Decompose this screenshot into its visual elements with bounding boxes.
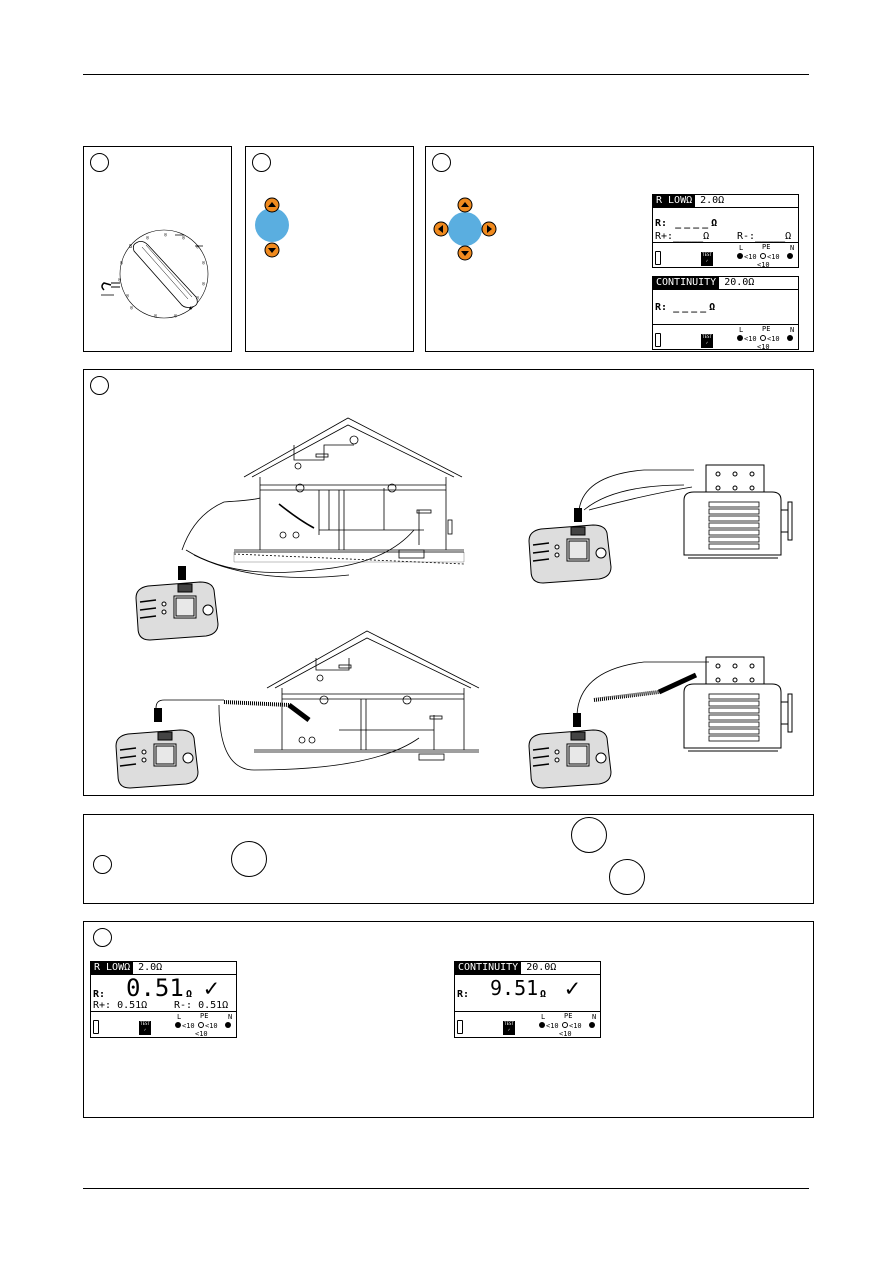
svg-text:◎: ◎ — [126, 293, 129, 299]
svg-text:◎: ◎ — [146, 235, 149, 241]
lcd-r-label: R: — [457, 989, 470, 1000]
step6-number — [93, 928, 112, 947]
terminal-pe — [198, 1022, 204, 1028]
lcd-unit: Ω — [540, 989, 547, 1000]
lcd-mode: R LOWΩ — [653, 195, 696, 207]
pass-check-icon: ✓ — [565, 974, 580, 1002]
terminal-pe — [760, 335, 766, 341]
up-down-keys-icon[interactable] — [251, 192, 311, 272]
terminal-n — [787, 335, 793, 341]
test-key-icon: TEST✓ — [701, 252, 713, 266]
pass-check-icon: ✓ — [204, 974, 219, 1002]
lcd-r-value: 9.51 — [490, 976, 539, 1000]
test-key-icon: TEST✓ — [503, 1021, 515, 1035]
lcd-r-label: R: — [93, 989, 106, 1000]
lcd-rplus: R+: 0.51Ω — [93, 1000, 148, 1011]
svg-text:◎: ◎ — [164, 232, 167, 238]
terminal-l — [737, 335, 743, 341]
battery-icon — [655, 251, 661, 265]
test-key-circle[interactable] — [571, 817, 607, 853]
svg-text:◎: ◎ — [202, 260, 205, 266]
battery-icon — [93, 1020, 99, 1034]
terminal-l — [539, 1022, 545, 1028]
lcd-limit: 2.0Ω — [138, 962, 163, 973]
bottom-rule — [83, 1188, 809, 1189]
lcd-unit: Ω — [709, 302, 716, 313]
tester-instrument-icon — [115, 524, 612, 789]
lcd-mode: R LOWΩ — [91, 962, 134, 974]
svg-text:◎: ◎ — [196, 244, 199, 250]
terminal-n — [225, 1022, 231, 1028]
step1-number — [90, 153, 109, 172]
lcd-r-value: ____ — [673, 302, 710, 313]
test-key-circle[interactable] — [609, 859, 645, 895]
lcd-rplus: R+:_____Ω — [655, 231, 710, 242]
test-key-icon: TEST✓ — [139, 1021, 151, 1035]
lcd-unit: Ω — [186, 989, 193, 1000]
house-installation-icon — [115, 417, 793, 789]
lcd-rminus: R-: 0.51Ω — [174, 1000, 229, 1011]
terminal-n — [787, 253, 793, 259]
terminal-l — [737, 253, 743, 259]
battery-icon — [457, 1020, 463, 1034]
test-key-icon: TEST✓ — [701, 334, 713, 348]
lcd-rlow-result: R LOWΩ 2.0Ω R: 0.51 Ω ✓ R+: 0.51Ω R-: 0.5… — [90, 961, 237, 1038]
lcd-r-value: ____ — [675, 218, 712, 229]
svg-text:◎: ◎ — [130, 305, 133, 311]
svg-text:◎: ◎ — [202, 281, 205, 287]
step4-panel — [83, 369, 814, 796]
step5-panel — [83, 814, 814, 904]
lcd-limit: 20.0Ω — [526, 962, 557, 973]
lcd-limit: 2.0Ω — [700, 195, 725, 206]
battery-icon — [655, 333, 661, 347]
terminal-l — [175, 1022, 181, 1028]
step3-number — [432, 153, 451, 172]
lcd-r-value: 0.51 — [126, 974, 184, 1002]
svg-text:◎: ◎ — [182, 235, 185, 241]
lcd-r-label: R: — [655, 218, 668, 229]
svg-text:▲: ▲ — [189, 305, 192, 311]
top-rule — [83, 74, 809, 75]
svg-text:◎: ◎ — [196, 295, 199, 301]
motor-icon — [683, 464, 793, 752]
svg-text:◎: ◎ — [118, 277, 121, 283]
svg-text:◎: ◎ — [120, 260, 123, 266]
terminal-n — [589, 1022, 595, 1028]
svg-text:8: 8 — [129, 244, 132, 250]
rotary-selector-icon[interactable]: 8◎◎ ◎◎◎ ◎◎▲ ◎◎◎ ◎◎◎ — [84, 147, 233, 353]
lcd-mode: CONTINUITY — [653, 277, 720, 289]
step2-panel — [245, 146, 414, 352]
step1-panel: 8◎◎ ◎◎◎ ◎◎▲ ◎◎◎ ◎◎◎ — [83, 146, 232, 352]
clamp-icon — [101, 282, 120, 296]
cursor-keys-icon[interactable] — [429, 195, 499, 265]
lcd-mode: CONTINUITY — [455, 962, 522, 974]
svg-text:◎: ◎ — [154, 313, 157, 319]
lcd-unit: Ω — [711, 218, 718, 229]
lcd-rminus: R-:_____Ω — [737, 231, 792, 242]
svg-text:◎: ◎ — [174, 313, 177, 319]
terminal-pe — [562, 1022, 568, 1028]
terminal-pe — [760, 253, 766, 259]
lcd-r-label: R: — [655, 302, 668, 313]
step4-number — [90, 376, 109, 395]
step5-number — [93, 855, 112, 874]
lcd-limit: 20.0Ω — [724, 277, 755, 288]
test-key-circle[interactable] — [231, 841, 267, 877]
step2-number — [252, 153, 271, 172]
